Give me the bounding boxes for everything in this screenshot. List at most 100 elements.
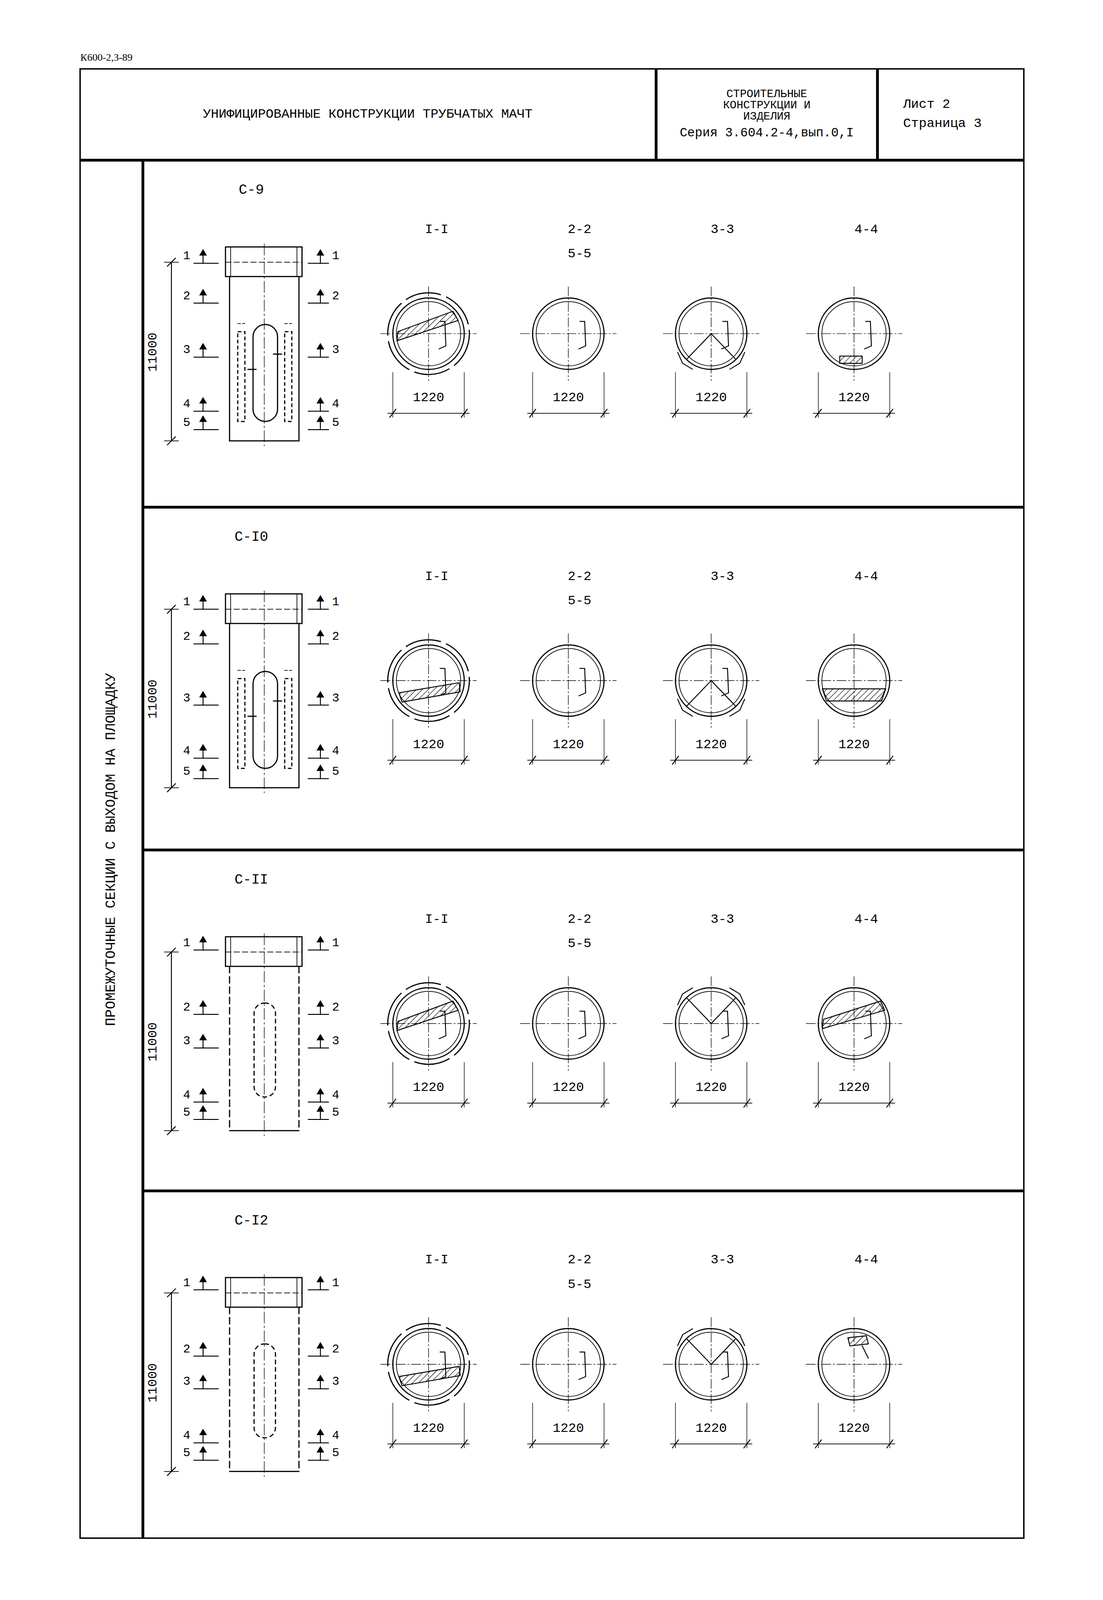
arrow-head [199, 936, 206, 942]
arrow-head [317, 744, 324, 750]
section-mark-number: 1 [183, 249, 191, 262]
pipe-inner-circle [678, 301, 744, 367]
ladder-hook [578, 668, 586, 696]
arrow-head [317, 691, 324, 697]
brace-bracket [729, 352, 745, 370]
extension-line [532, 1402, 533, 1448]
hidden-line [225, 1292, 303, 1294]
flange-edge [296, 936, 298, 967]
section-mark [193, 704, 219, 706]
ladder-hidden [284, 670, 292, 672]
platform-hatch [398, 682, 460, 703]
dimension-line [170, 952, 172, 1131]
section-mark [193, 777, 219, 779]
section-mark-number: 2 [332, 630, 340, 643]
axis-line [853, 286, 855, 381]
section-mark-number: 5 [183, 416, 191, 429]
flange-collar [225, 936, 303, 967]
arrow-head [317, 1446, 324, 1452]
arrow-head [317, 1429, 324, 1435]
arrow-head [199, 744, 206, 750]
section-mark-number: 4 [332, 1088, 340, 1102]
flange-edge [230, 936, 232, 967]
flange-edge [230, 1277, 232, 1308]
section-mark [193, 262, 219, 264]
extension-line [164, 787, 179, 789]
dimension-line [813, 759, 895, 761]
extension-line [532, 372, 533, 418]
dimension-tick [743, 756, 750, 764]
dimension-line [527, 1443, 610, 1445]
extension-line [818, 372, 819, 418]
flange-edge [296, 593, 298, 624]
section-title: 5-5 [567, 1278, 592, 1292]
extension-line [392, 1402, 394, 1448]
tube-wall [228, 966, 231, 1131]
flange-edge [230, 247, 232, 277]
hidden-line [225, 608, 303, 610]
pipe-circle [818, 1328, 890, 1400]
series-number: Серия 3.604.2-4,вып.0,I [679, 126, 855, 141]
dimension-tick [672, 409, 679, 418]
section-mark-number: 2 [183, 1343, 191, 1356]
dimension-tick [600, 1098, 608, 1107]
arrow-head [199, 416, 206, 422]
extension-line [675, 372, 676, 418]
section-mark [193, 949, 219, 951]
arrow-head [317, 289, 324, 296]
ladder-hidden [284, 331, 292, 422]
section-panel: С-I2 [142, 1190, 1025, 1539]
section-mark [308, 262, 329, 264]
section-mark-number: 4 [332, 744, 340, 757]
axis-line [853, 1317, 855, 1412]
dimension-tick [743, 409, 750, 418]
section-mark-number: 1 [183, 936, 191, 949]
dimension-line [670, 412, 753, 414]
diameter-dimension: 1220 [695, 1421, 727, 1436]
dimension-tick [672, 756, 679, 764]
door-opening [254, 1343, 276, 1438]
section-title: 2-2 [567, 223, 592, 237]
section-title: 4-4 [854, 1253, 878, 1267]
section-mark [308, 1101, 329, 1103]
arrow-head [317, 343, 324, 349]
diameter-dimension: 1220 [695, 391, 727, 405]
section-mark-number: 3 [183, 343, 191, 356]
dimension-tick [529, 409, 536, 418]
arrow-head [199, 1446, 206, 1452]
flange-ring [387, 292, 470, 375]
section-panel: С-9 [142, 160, 1025, 508]
section-mark-number: 3 [332, 1034, 340, 1047]
section-mark-number: 5 [332, 765, 340, 778]
arrow-head [199, 1429, 206, 1435]
pipe-inner-circle [821, 301, 887, 367]
section-title: 5-5 [567, 247, 592, 261]
section-mark [193, 302, 219, 304]
section-mark-number: 1 [332, 595, 340, 609]
axis-line [428, 633, 429, 728]
pipe-circle [675, 987, 747, 1060]
document-code: К600-2,3-89 [80, 52, 133, 63]
extension-line [675, 719, 676, 764]
flange-collar [225, 593, 303, 624]
arrow-head [317, 1276, 324, 1282]
pipe-circle [392, 1328, 465, 1400]
section-mark [193, 608, 219, 610]
section-mark-number: 4 [332, 397, 340, 411]
section-mark-number: 2 [332, 1343, 340, 1356]
pipe-inner-circle [396, 301, 461, 367]
brace-line [711, 1338, 736, 1365]
extension-line [818, 1062, 819, 1108]
section-mark [308, 608, 329, 610]
section-mark-number: 4 [183, 1429, 191, 1442]
brace-bracket [729, 699, 745, 717]
section-mark-number: 5 [332, 1106, 340, 1119]
ladder-hook [438, 1011, 446, 1039]
section-mark-number: 3 [183, 1034, 191, 1047]
ladder-hook [438, 668, 446, 696]
arrow-head [199, 397, 206, 404]
flange-edge [230, 593, 232, 624]
ladder-hook [578, 1011, 586, 1039]
tube-wall [228, 1307, 231, 1472]
